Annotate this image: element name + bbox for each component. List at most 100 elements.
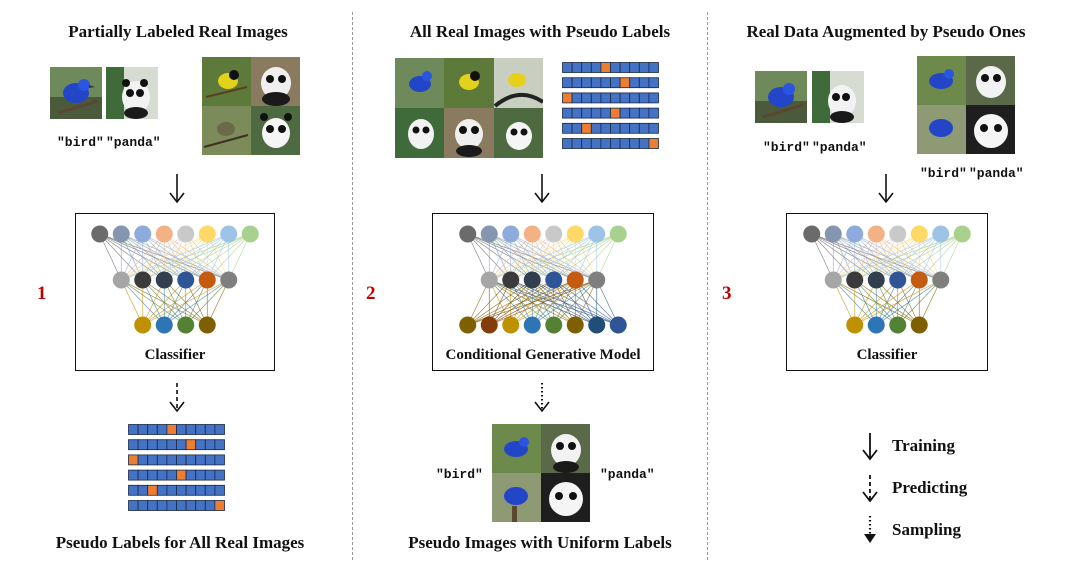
pseudo-label-cell xyxy=(639,63,649,73)
network-connection xyxy=(164,280,229,325)
hidden-neuron xyxy=(134,272,151,289)
pseudo-label-cell xyxy=(591,108,601,118)
hidden-neuron xyxy=(220,272,237,289)
dotted-arrow-icon xyxy=(533,382,551,414)
input-neuron xyxy=(177,226,194,243)
pseudo-label-cell xyxy=(177,501,187,511)
pseudo-label-cell xyxy=(591,123,601,133)
network-connection xyxy=(876,280,941,325)
pseudo-label-cell xyxy=(215,440,225,450)
pseudo-label-cell xyxy=(148,440,158,450)
pseudo-label-cell xyxy=(611,63,621,73)
hidden-neuron xyxy=(113,272,130,289)
pseudo-label-cell xyxy=(582,63,592,73)
column-divider-2 xyxy=(707,12,708,560)
input-neuron xyxy=(846,226,863,243)
pseudo-label-hot-cell xyxy=(601,63,611,73)
output-neuron xyxy=(567,317,584,334)
column-divider-1 xyxy=(352,12,353,560)
pseudo-label-cell xyxy=(582,78,592,88)
pseudo-label-cell xyxy=(196,470,206,480)
pseudo-label-cell xyxy=(196,501,206,511)
hidden-neuron xyxy=(889,272,906,289)
pseudo-label-cell xyxy=(591,93,601,103)
pseudo-label-cell xyxy=(129,485,139,495)
network-connection xyxy=(468,280,576,325)
pseudo-label-cell xyxy=(639,123,649,133)
pseudo-label-cell xyxy=(563,63,573,73)
col2-title: All Real Images with Pseudo Labels xyxy=(410,22,670,42)
augmented-pseudo-images-grid xyxy=(917,56,1015,154)
pseudo-label-cell xyxy=(205,485,215,495)
pseudo-label-cell xyxy=(205,425,215,435)
pseudo-label-cell xyxy=(138,425,148,435)
pseudo-label-cell xyxy=(177,440,187,450)
solid-arrow-icon xyxy=(877,173,895,205)
all-real-images-grid xyxy=(395,58,543,158)
col1-title: Partially Labeled Real Images xyxy=(68,22,288,42)
output-neuron xyxy=(610,317,627,334)
pseudo-label-cell xyxy=(196,440,206,450)
pseudo-label-cell xyxy=(148,455,158,465)
pseudo-label-cell xyxy=(138,440,148,450)
pseudo-label-cell xyxy=(196,485,206,495)
pseudo-label-hot-cell xyxy=(167,425,177,435)
pseudo-label-hot-cell xyxy=(582,123,592,133)
pseudo-label-cell xyxy=(196,455,206,465)
pseudo-label-hot-cell xyxy=(186,440,196,450)
step-number-1: 1 xyxy=(37,283,47,305)
pseudo-label-cell xyxy=(215,485,225,495)
pseudo-label-cell xyxy=(620,63,630,73)
pseudo-label-cell xyxy=(167,440,177,450)
input-neuron xyxy=(524,226,541,243)
pseudo-label-cell xyxy=(563,139,573,149)
pseudo-label-cell xyxy=(205,440,215,450)
pseudo-label-cell xyxy=(186,425,196,435)
pseudo-label-cell xyxy=(582,108,592,118)
pseudo-label-cell xyxy=(639,108,649,118)
network-connection xyxy=(855,234,963,280)
bird-image xyxy=(50,67,102,119)
pseudo-label-cell xyxy=(591,139,601,149)
pseudo-label-cell xyxy=(649,93,659,103)
pseudo-label-cell xyxy=(572,108,582,118)
pseudo-label-cell xyxy=(167,470,177,480)
legend-sampling-icon xyxy=(861,515,879,545)
pseudo-label-cell xyxy=(620,123,630,133)
bird-label: "bird" xyxy=(57,135,104,150)
pseudo-label-cell xyxy=(630,78,640,88)
pseudo-label-cell xyxy=(205,470,215,480)
pseudo-bird-label: "bird" xyxy=(436,467,483,482)
real-panda-label: "panda" xyxy=(812,140,867,155)
pseudo-label-cell xyxy=(157,440,167,450)
pseudo-label-cell xyxy=(572,93,582,103)
step-number-2: 2 xyxy=(366,283,376,305)
pseudo-label-cell xyxy=(601,108,611,118)
pseudo-label-cell xyxy=(129,425,139,435)
real-panda-image xyxy=(812,71,864,123)
hidden-neuron xyxy=(588,272,605,289)
pseudo-label-cell xyxy=(138,501,148,511)
pseudo-label-cell xyxy=(196,425,206,435)
output-neuron xyxy=(502,317,519,334)
input-neuron xyxy=(134,226,151,243)
hidden-neuron xyxy=(932,272,949,289)
pseudo-label-cell xyxy=(177,455,187,465)
network-connection xyxy=(186,234,251,280)
pseudo-label-cell xyxy=(649,63,659,73)
pseudo-label-cell xyxy=(215,425,225,435)
pseudo-label-matrix-1 xyxy=(128,424,229,514)
output-neuron xyxy=(459,317,476,334)
pseudo-label-cell xyxy=(630,139,640,149)
input-neuron xyxy=(803,226,820,243)
input-neuron xyxy=(932,226,949,243)
pseudo-label-cell xyxy=(563,78,573,88)
input-neuron xyxy=(502,226,519,243)
pseudo-label-cell xyxy=(649,108,659,118)
pseudo-panda-label: "panda" xyxy=(600,467,655,482)
pseudo-label-cell xyxy=(620,108,630,118)
augmented-bird-label: "bird" xyxy=(920,166,967,181)
pseudo-label-cell xyxy=(177,485,187,495)
hidden-neuron xyxy=(545,272,562,289)
pseudo-label-cell xyxy=(630,123,640,133)
